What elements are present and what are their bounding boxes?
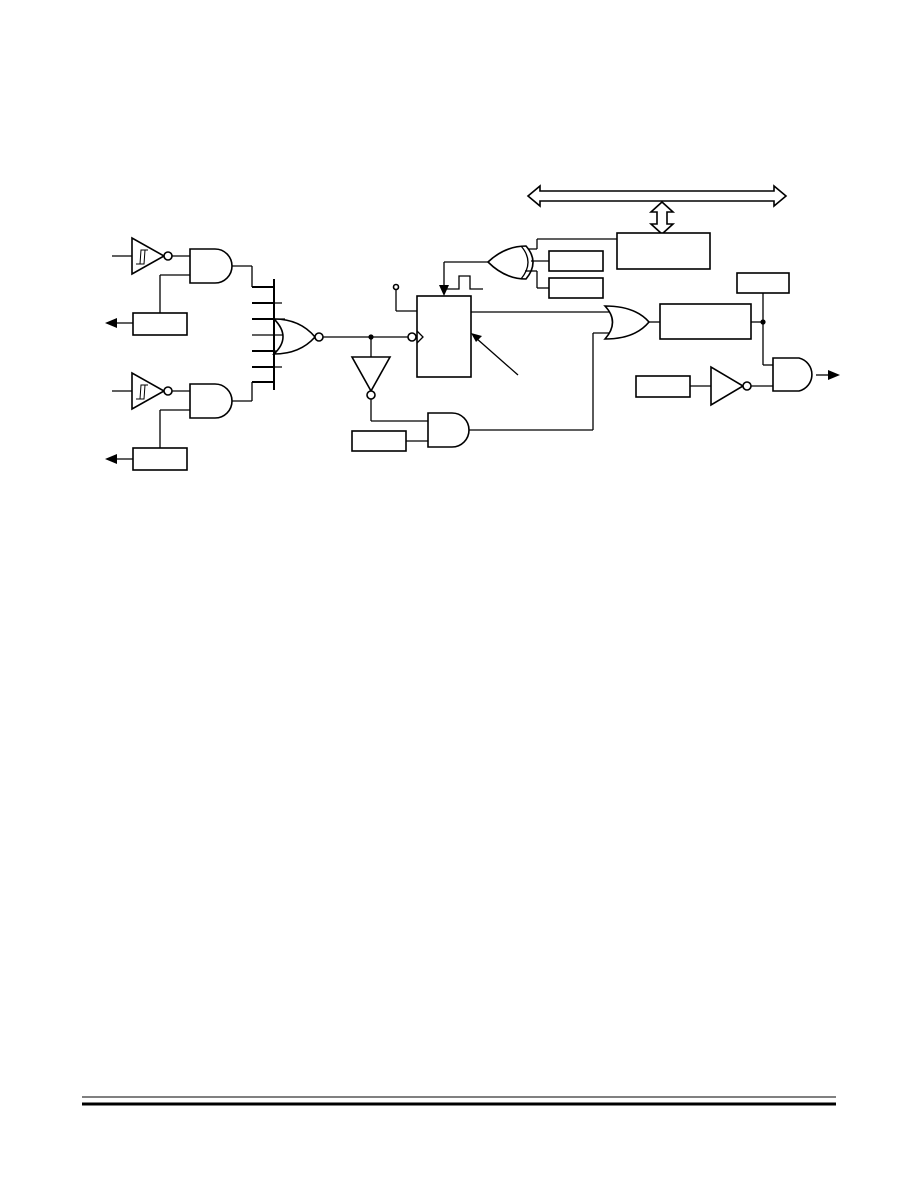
clock-bubble: [407, 332, 417, 342]
bidirectional-bus: [526, 184, 788, 208]
mask-block: [635, 375, 691, 398]
clock-edge: [416, 330, 424, 344]
inversion-bubble: [742, 381, 752, 391]
inversion-bubble: [314, 332, 324, 342]
output-arrow-1: [105, 318, 117, 328]
inversion-bubble: [163, 386, 173, 396]
pointer-line: [475, 337, 519, 376]
flip-flop: [416, 295, 472, 378]
and-gate-1: [189, 248, 233, 284]
schmitt-buffer-2: [131, 371, 173, 411]
output-arrow-2: [105, 454, 117, 464]
nor-gate: [271, 318, 324, 355]
reset-arrow: [439, 285, 449, 296]
mode-register-1: [548, 250, 604, 272]
bus-connector-arrow: [648, 200, 676, 236]
nor-input-lines: [252, 279, 286, 390]
output-block-2: [132, 447, 188, 471]
and-gate-3: [427, 412, 470, 448]
or-gate-1: [486, 245, 534, 280]
schmitt-buffer-1: [131, 236, 173, 276]
flag-block: [736, 272, 790, 294]
mode-register-2: [548, 277, 604, 299]
bus-register-block: [616, 232, 711, 270]
output-block-1: [132, 312, 188, 336]
inversion-bubble: [163, 251, 173, 261]
and-gate-2: [189, 383, 233, 419]
and-gate-4: [772, 357, 813, 392]
interrupt-output-arrow: [828, 370, 840, 380]
inverter-2: [710, 365, 752, 407]
status-register: [659, 303, 752, 340]
or-gate-2: [603, 305, 651, 340]
enable-block: [351, 430, 407, 452]
supply-terminal: [392, 283, 400, 291]
inversion-bubble: [366, 390, 376, 400]
inverter-1: [350, 356, 392, 400]
pulse-icon: [446, 275, 483, 290]
